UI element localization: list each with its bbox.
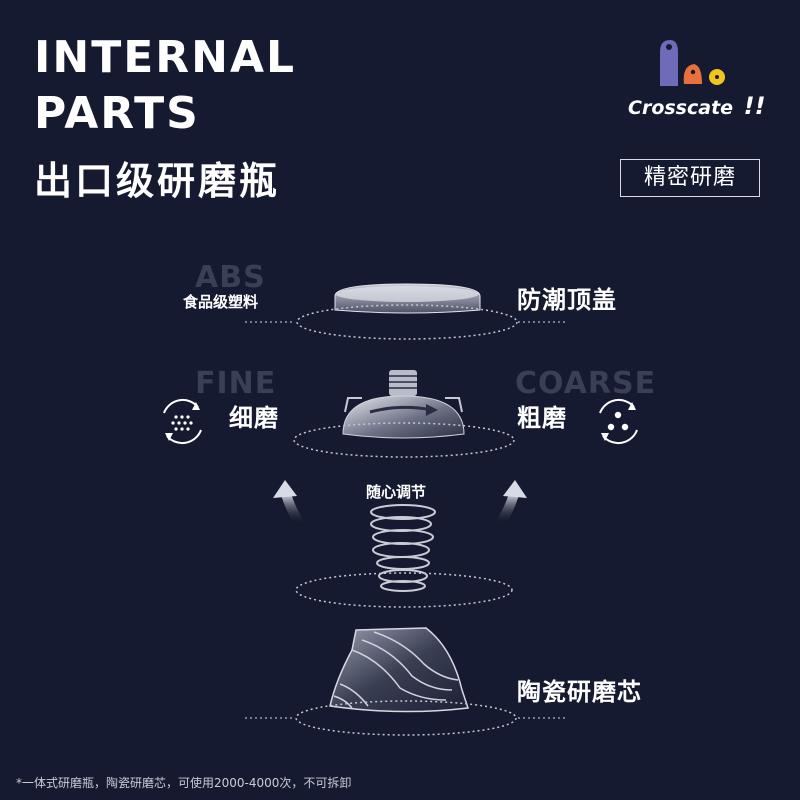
grinder-dome-part [342,370,465,439]
orbit-ring [295,572,513,608]
ghost-label-coarse: COARSE [515,366,657,401]
ghost-label-abs: ABS [195,260,266,295]
orbit-ring [293,422,515,458]
brand-name: Crosscate [628,97,734,119]
title-english-line2: PARTS [34,88,200,139]
ghost-label-fine: FINE [195,366,277,401]
coarse-grind-label: 粗磨 [517,404,567,432]
adjust-arrow-icon [495,480,527,529]
ceramic-core-part [329,627,470,713]
material-label: 食品级塑料 [183,293,259,311]
title-chinese: 出口级研磨瓶 [34,159,281,203]
brand-exclaim: !! [743,92,766,120]
fine-grind-label: 细磨 [229,404,279,432]
title-english-line1: INTERNAL [34,32,297,83]
top-lid-part [334,283,481,314]
brand-logo-text: Crosscate !! [628,92,766,120]
fine-grind-icon [163,398,202,445]
adjust-arrow-icon [273,480,305,529]
precision-badge: 精密研磨 [620,159,760,197]
title-english: INTERNAL PARTS [34,30,296,142]
orbit-ring [295,700,517,736]
top-lid-label: 防潮顶盖 [517,286,617,314]
adjust-label: 随心调节 [366,483,427,501]
footnote: *一体式研磨瓶，陶瓷研磨芯，可使用2000-4000次，不可拆卸 [16,776,352,790]
spring-part [370,504,436,592]
ceramic-core-label: 陶瓷研磨芯 [517,678,642,706]
coarse-grind-icon [599,398,638,445]
orbit-ring [296,304,518,340]
